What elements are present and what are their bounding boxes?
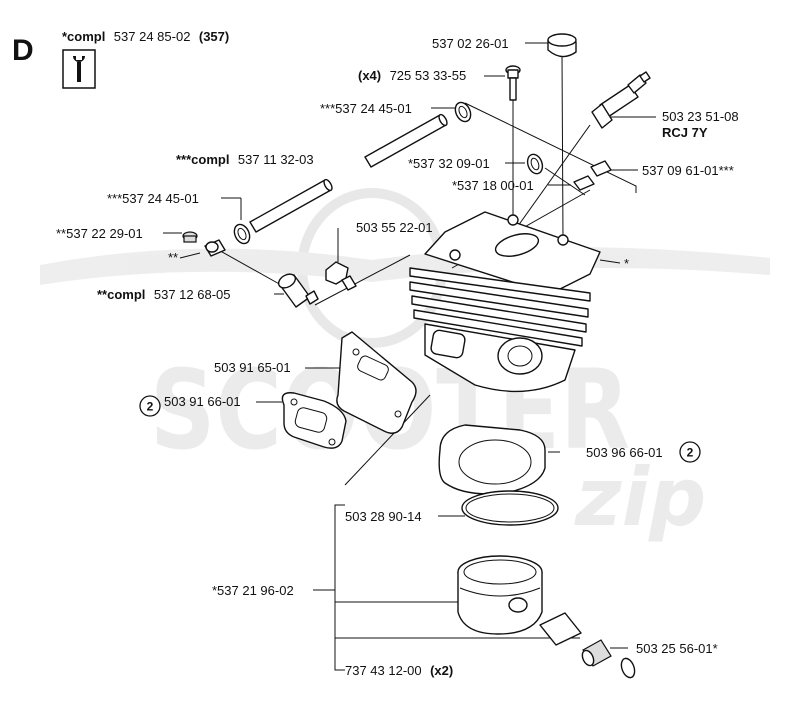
label-tube-row: ***compl 537 11 32-03 [176, 151, 314, 168]
label-clamp-lower: ***537 24 45-01 [107, 191, 199, 206]
valve-part [277, 273, 319, 308]
label-clamp-upper: ***537 24 45-01 [320, 101, 412, 116]
badge-muffler-gasket: 2 [139, 395, 161, 417]
sleeve-part [590, 160, 612, 177]
bearing-part [581, 639, 612, 667]
badge-text: 2 [687, 446, 694, 460]
label-valve: 537 12 68-05 [154, 287, 231, 302]
cap-part [547, 33, 577, 58]
clip-part [526, 153, 544, 175]
label-valve-prefix: **compl [97, 287, 145, 302]
label-sleeve: 537 09 61-01*** [642, 163, 734, 178]
piston-part [457, 555, 543, 635]
kit-prefix: *compl [62, 29, 105, 44]
muffler-gasket-part [281, 392, 347, 449]
watermark-subtext: zip [574, 451, 706, 544]
label-screw: 725 53 33-55 [390, 68, 467, 83]
kit-qty: (357) [199, 29, 229, 44]
label-decomp: 503 55 22-01 [356, 220, 433, 235]
label-piston-ring: 503 28 90-14 [345, 509, 422, 524]
watermark: SCOOTER zip [40, 188, 770, 544]
label-piston-kit: *537 21 96-02 [212, 583, 294, 598]
tube-part [249, 113, 448, 233]
decomp-part [325, 261, 357, 291]
badge-text: 2 [147, 400, 154, 414]
spark-plug-part [591, 71, 651, 129]
base-gasket-part [438, 424, 546, 495]
label-circlip-qty: (x2) [430, 663, 453, 678]
fitting-part [204, 239, 226, 257]
label-base-gasket: 503 96 66-01 [586, 445, 663, 460]
label-clip: *537 32 09-01 [408, 156, 490, 171]
wrench-icon [62, 49, 96, 89]
screw-part [505, 65, 521, 101]
heat-shield-part [336, 331, 417, 434]
label-pin: *537 18 00-01 [452, 178, 534, 193]
label-circlip-row: 737 43 12-00 (x2) [345, 662, 453, 679]
label-spark-plug: 503 23 51-08 [662, 109, 739, 124]
label-bearing: 503 25 56-01* [636, 641, 718, 656]
cylinder-part [409, 211, 601, 393]
label-valve-row: **compl 537 12 68-05 [97, 286, 230, 303]
label-circlip: 737 43 12-00 [345, 663, 422, 678]
label-screw-row: (x4) 725 53 33-55 [358, 67, 466, 84]
kit-number: 537 24 85-02 [114, 29, 191, 44]
label-screw-qty: (x4) [358, 68, 381, 83]
badge-base-gasket: 2 [679, 441, 701, 463]
label-cylinder: * [624, 256, 629, 271]
label-spark-plug-type: RCJ 7Y [662, 125, 708, 140]
clamp-lower-part [233, 223, 251, 245]
label-tube-prefix: ***compl [176, 152, 229, 167]
piston-ring-part [461, 490, 559, 526]
pin-part [573, 175, 595, 191]
label-heat-shield: 503 91 65-01 [214, 360, 291, 375]
label-plug-small: **537 22 29-01 [56, 226, 143, 241]
plug-small-part [182, 231, 198, 243]
kit-header: *compl 537 24 85-02 (357) [62, 28, 229, 45]
leader-lines [163, 42, 656, 671]
section-letter: D [12, 34, 34, 67]
label-tube: 537 11 32-03 [238, 152, 314, 167]
label-double-star: ** [168, 250, 178, 265]
circlip-part [620, 657, 636, 679]
label-muffler-gasket: 503 91 66-01 [164, 394, 241, 409]
label-cap: 537 02 26-01 [432, 36, 509, 51]
wrist-pin-part [539, 612, 582, 646]
clamp-upper-part [454, 101, 472, 123]
